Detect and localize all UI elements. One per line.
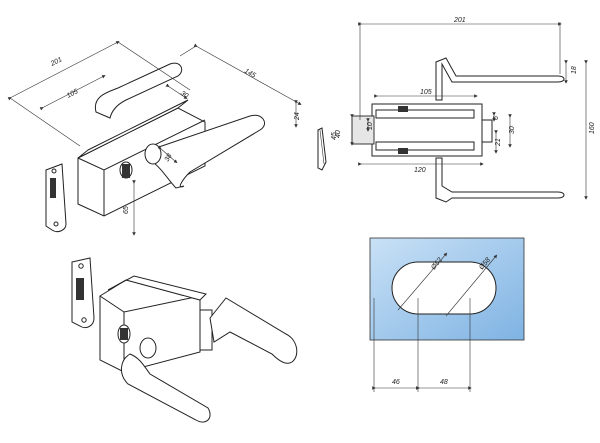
- front-dim-40: 40: [335, 130, 342, 138]
- cutout-dim-46: 46: [392, 379, 400, 386]
- front-dim-201: 201: [453, 17, 466, 24]
- iso-dim-105: 105: [66, 88, 80, 100]
- front-dim-30: 30: [509, 126, 516, 134]
- front-dim-21: 21: [495, 138, 502, 147]
- iso-dim-24: 24: [294, 112, 301, 121]
- front-orthographic-view: 201 105 40 10 45 120 6 30 21 18 160: [317, 17, 596, 203]
- front-dim-10: 10: [367, 122, 374, 130]
- front-dim-45: 45: [331, 132, 338, 140]
- front-dim-18: 18: [571, 66, 578, 74]
- cutout-dim-48: 48: [440, 379, 448, 386]
- front-dim-160: 160: [589, 122, 596, 134]
- front-dim-105: 105: [420, 89, 432, 96]
- iso-dimension-view: 201 105 30 145 24 65 38: [7, 41, 302, 236]
- iso-dim-65: 65: [123, 206, 130, 214]
- iso-dim-38: 38: [164, 153, 174, 163]
- iso-dim-201: 201: [49, 56, 64, 68]
- front-dim-6: 6: [493, 116, 500, 120]
- iso-render-view: [71, 257, 298, 423]
- front-dim-120: 120: [414, 167, 426, 174]
- iso-dim-145: 145: [243, 68, 257, 80]
- iso-dim-30: 30: [179, 90, 189, 100]
- glass-cutout-view: Ø52 Ø58 46 48: [369, 237, 525, 392]
